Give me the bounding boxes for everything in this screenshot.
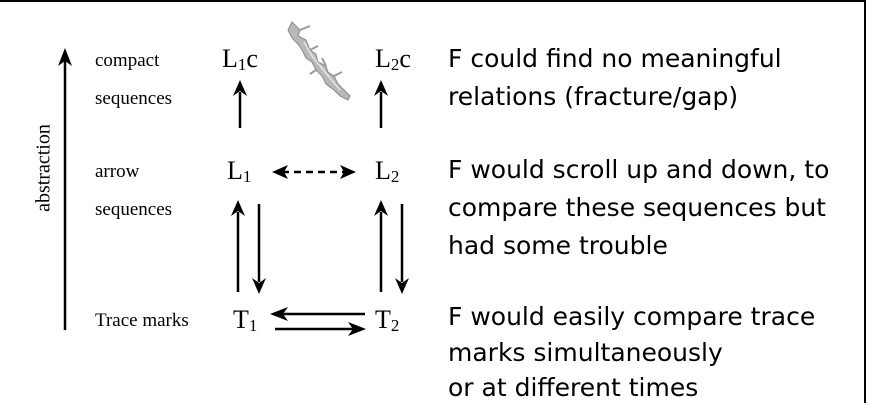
node-l1c: L1c bbox=[222, 44, 258, 74]
desc-compact-line2: relations (fracture/gap) bbox=[448, 82, 739, 111]
arrow-t1-to-l1 bbox=[231, 200, 245, 292]
arrow-l2-to-t2 bbox=[395, 204, 409, 294]
arrow-l2-to-l2c bbox=[374, 80, 388, 128]
desc-arrow-line2: compare these sequences but bbox=[448, 193, 826, 222]
desc-trace-line1: F would easily compare trace bbox=[448, 302, 816, 331]
row-label-arrow-line1: arrow bbox=[95, 161, 140, 182]
dashed-arrow-l1-l2 bbox=[272, 165, 356, 179]
fracture-icon bbox=[287, 21, 351, 101]
arrow-t1-to-t2 bbox=[275, 322, 366, 336]
desc-arrow-line1: F would scroll up and down, to bbox=[448, 155, 830, 184]
node-l2: L2 bbox=[375, 156, 400, 186]
arrow-t2-to-l2 bbox=[374, 200, 388, 292]
row-label-compact-line2: sequences bbox=[95, 88, 173, 109]
desc-trace-line3: or at different times bbox=[448, 373, 699, 402]
arrow-t2-to-t1 bbox=[270, 307, 365, 321]
abstraction-axis-arrow bbox=[58, 48, 72, 330]
row-label-compact-line1: compact bbox=[95, 50, 160, 71]
desc-trace-line2: marks simultaneously bbox=[448, 338, 723, 367]
node-t2: T2 bbox=[375, 305, 400, 335]
node-l2c: L2c bbox=[375, 44, 411, 74]
arrow-l1-to-t1 bbox=[252, 204, 266, 294]
desc-compact-line1: F could find no meaningful bbox=[448, 44, 782, 73]
row-label-arrow-line2: sequences bbox=[95, 199, 173, 220]
node-t1: T1 bbox=[233, 305, 258, 335]
arrow-l1-to-l1c bbox=[233, 80, 247, 128]
desc-arrow-line3: had some trouble bbox=[448, 231, 668, 260]
node-l1: L1 bbox=[227, 156, 252, 186]
row-label-trace: Trace marks bbox=[95, 310, 189, 331]
